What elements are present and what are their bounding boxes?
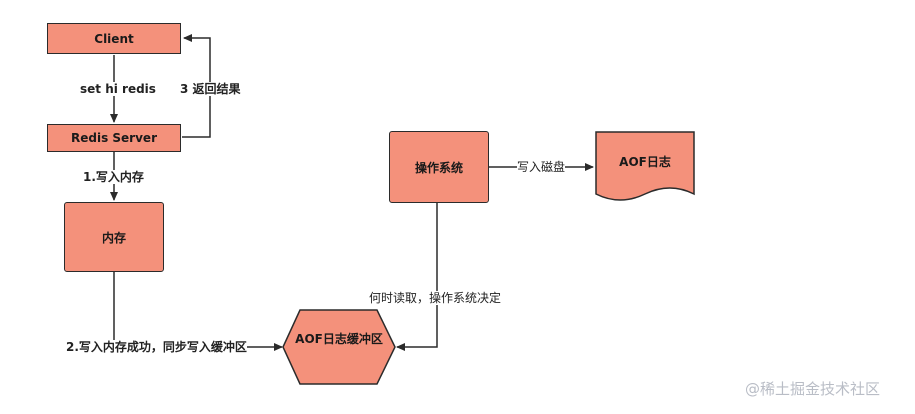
edge-label-return-result: 3 返回结果 <box>180 82 241 96</box>
watermark: @稀土掘金技术社区 <box>745 380 881 398</box>
node-memory-label: 内存 <box>101 230 126 245</box>
node-memory: 内存 <box>64 202 164 272</box>
node-aof-buffer-shape <box>282 309 396 385</box>
edge-os-to-buffer <box>396 203 438 351</box>
node-redis-server-label: Redis Server <box>71 131 157 145</box>
edge-label-set-cmd: set hi redis <box>80 82 156 96</box>
node-client: Client <box>47 23 181 54</box>
node-redis-server: Redis Server <box>47 124 181 152</box>
node-client-label: Client <box>94 31 134 46</box>
edge-memory-to-buffer <box>113 272 283 351</box>
node-aof-buffer-label: AOF日志缓冲区 <box>295 332 383 346</box>
edge-label-write-buffer: 2.写入内存成功，同步写入缓冲区 <box>66 340 247 354</box>
node-os-label: 操作系统 <box>414 160 463 175</box>
node-aof-log-label: AOF日志 <box>619 155 671 169</box>
edge-label-write-disk: 写入磁盘 <box>517 160 566 174</box>
node-os: 操作系统 <box>389 131 489 203</box>
edge-label-read-when: 何时读取，操作系统决定 <box>369 291 502 305</box>
node-aof-log-shape <box>595 131 695 201</box>
edge-label-write-memory: 1.写入内存 <box>83 170 144 184</box>
